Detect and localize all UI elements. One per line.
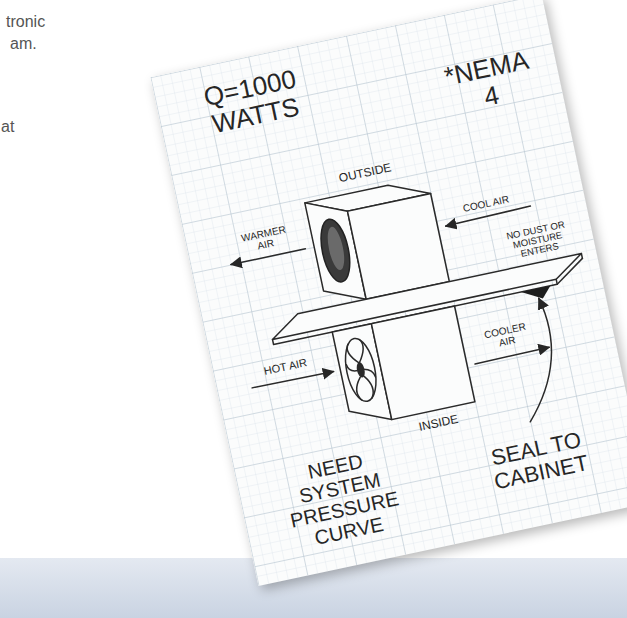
inside-unit — [332, 306, 475, 428]
cut-off-text: am. — [10, 35, 37, 53]
warm-air-arrow — [231, 249, 305, 265]
seal-wedge — [521, 286, 553, 303]
cut-off-text: at — [1, 118, 14, 136]
graph-paper: OUTSIDEINSIDEQ=1000 WATTS*NEMA 4WARMER A… — [150, 0, 627, 586]
cut-off-text: tronic — [6, 13, 45, 31]
cool-air-arrow — [445, 206, 531, 226]
grid — [150, 0, 627, 586]
seal-arrow — [506, 298, 568, 422]
cooler-air-arrow — [475, 347, 550, 364]
